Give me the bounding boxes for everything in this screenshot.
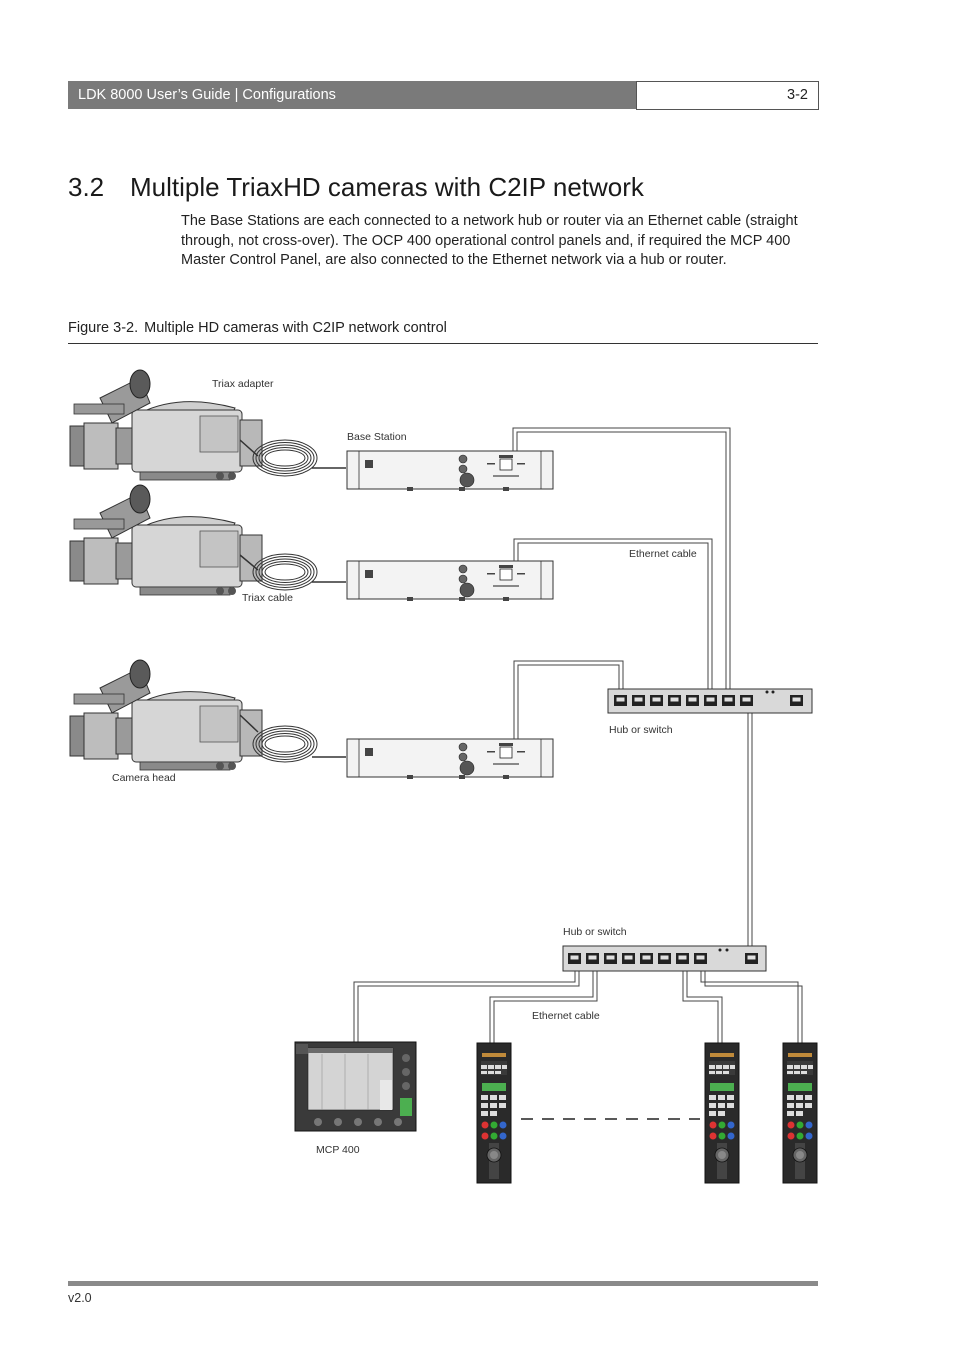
camera-head-2 [69,484,263,596]
base-station-1 [346,450,554,492]
header-page-box [636,81,819,110]
ocp-panel-3 [782,1042,818,1184]
hub-top [607,688,813,714]
mcp-400 [294,1041,417,1132]
camera-head-3 [69,659,263,771]
footer-version: v2.0 [68,1291,92,1305]
ethernet-cables-bottom [353,971,803,1043]
label-triax-cable: Triax cable [242,592,293,604]
hub-bottom [562,945,767,972]
label-camera-head: Camera head [112,772,176,784]
ethernet-cables-top [512,427,753,946]
ocp-panel-1 [476,1042,512,1184]
section-title: Multiple TriaxHD cameras with C2IP netwo… [130,172,644,202]
header-title: LDK 8000 User’s Guide | Configurations [78,87,336,103]
label-triax-adapter: Triax adapter [212,378,274,390]
figure-label: Figure 3-2. [68,320,139,336]
section-heading: 3.2 Multiple TriaxHD cameras with C2IP ne… [68,172,644,203]
triax-cable-2 [239,553,346,591]
base-station-3 [346,738,554,780]
figure-rule [68,343,818,344]
label-ethernet-cable-top: Ethernet cable [629,548,697,560]
label-base-station: Base Station [347,431,407,443]
triax-cable-1 [239,439,346,477]
section-number: 3.2 [68,172,105,202]
label-hub-bottom: Hub or switch [563,926,627,938]
figure-caption-text: Multiple HD cameras with C2IP network co… [144,320,447,336]
footer-rule [68,1281,818,1286]
header-bar [68,81,636,109]
label-hub-top: Hub or switch [609,724,673,736]
base-station-2 [346,560,554,602]
ocp-panel-2 [704,1042,740,1184]
triax-cable-3 [239,714,346,763]
label-ethernet-cable-bottom: Ethernet cable [532,1010,600,1022]
figure-caption: Figure 3-2. Multiple HD cameras with C2IP… [68,320,447,336]
body-paragraph: The Base Stations are each connected to … [181,213,798,268]
label-mcp-400: MCP 400 [316,1144,360,1156]
page-number: 3-2 [787,87,808,103]
